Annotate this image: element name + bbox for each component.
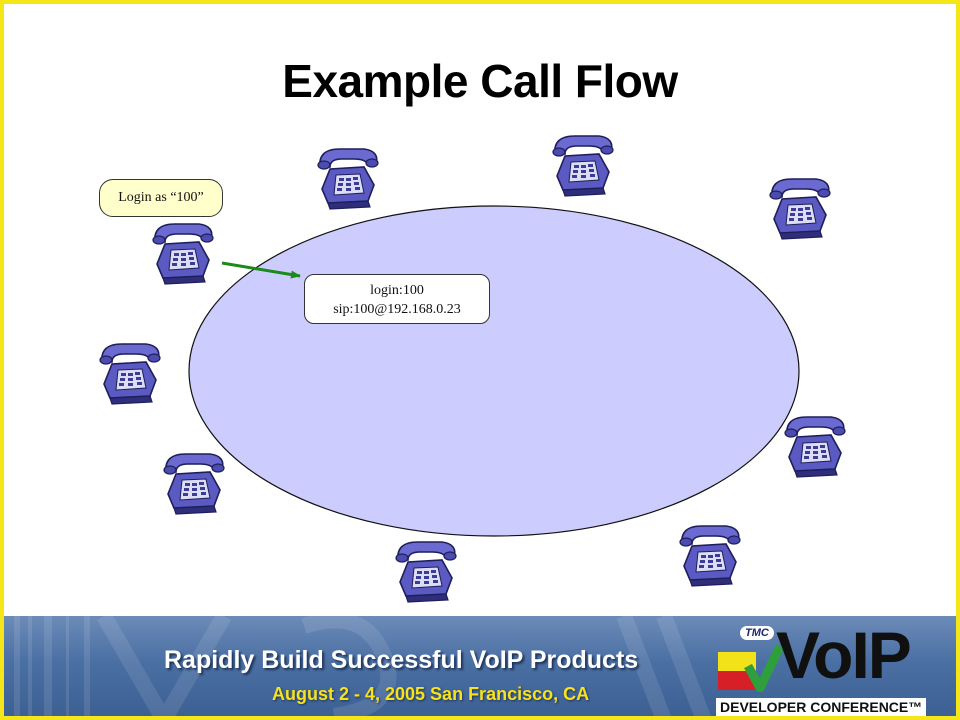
developer-conference-text: DEVELOPER CONFERENCE™ (716, 698, 927, 716)
slide-title: Example Call Flow (282, 55, 678, 107)
phone-icon[interactable] (679, 525, 741, 587)
conference-banner: Rapidly Build Successful VoIP Products A… (4, 616, 956, 716)
phone-icon[interactable] (99, 343, 161, 405)
phone-icon-login[interactable] (152, 223, 214, 285)
voip-logo-flag-icon (718, 652, 756, 690)
registration-login-text: login:100 (370, 283, 424, 298)
login-callout-text: Login as “100” (118, 190, 204, 205)
registration-callout: login:100 sip:100@192.168.0.23 (304, 274, 490, 324)
registration-sip-text: sip:100@192.168.0.23 (333, 302, 461, 317)
banner-dates: August 2 - 4, 2005 San Francisco, CA (272, 684, 590, 704)
login-callout: Login as “100” (99, 179, 223, 217)
phone-icon[interactable] (552, 135, 614, 197)
voip-logo-text: VoIP (776, 618, 912, 692)
phone-icon[interactable] (317, 148, 379, 210)
phone-icon[interactable] (784, 416, 846, 478)
banner-tagline: Rapidly Build Successful VoIP Products (164, 646, 639, 674)
banner-texture (14, 616, 712, 716)
network-cloud-ellipse (188, 205, 800, 537)
phone-icon[interactable] (395, 541, 457, 603)
voip-logo-check-icon (744, 644, 784, 692)
phone-icon[interactable] (163, 453, 225, 515)
login-arrow (221, 261, 301, 279)
tmc-logo: TMC (740, 626, 774, 640)
phone-icon[interactable] (769, 178, 831, 240)
